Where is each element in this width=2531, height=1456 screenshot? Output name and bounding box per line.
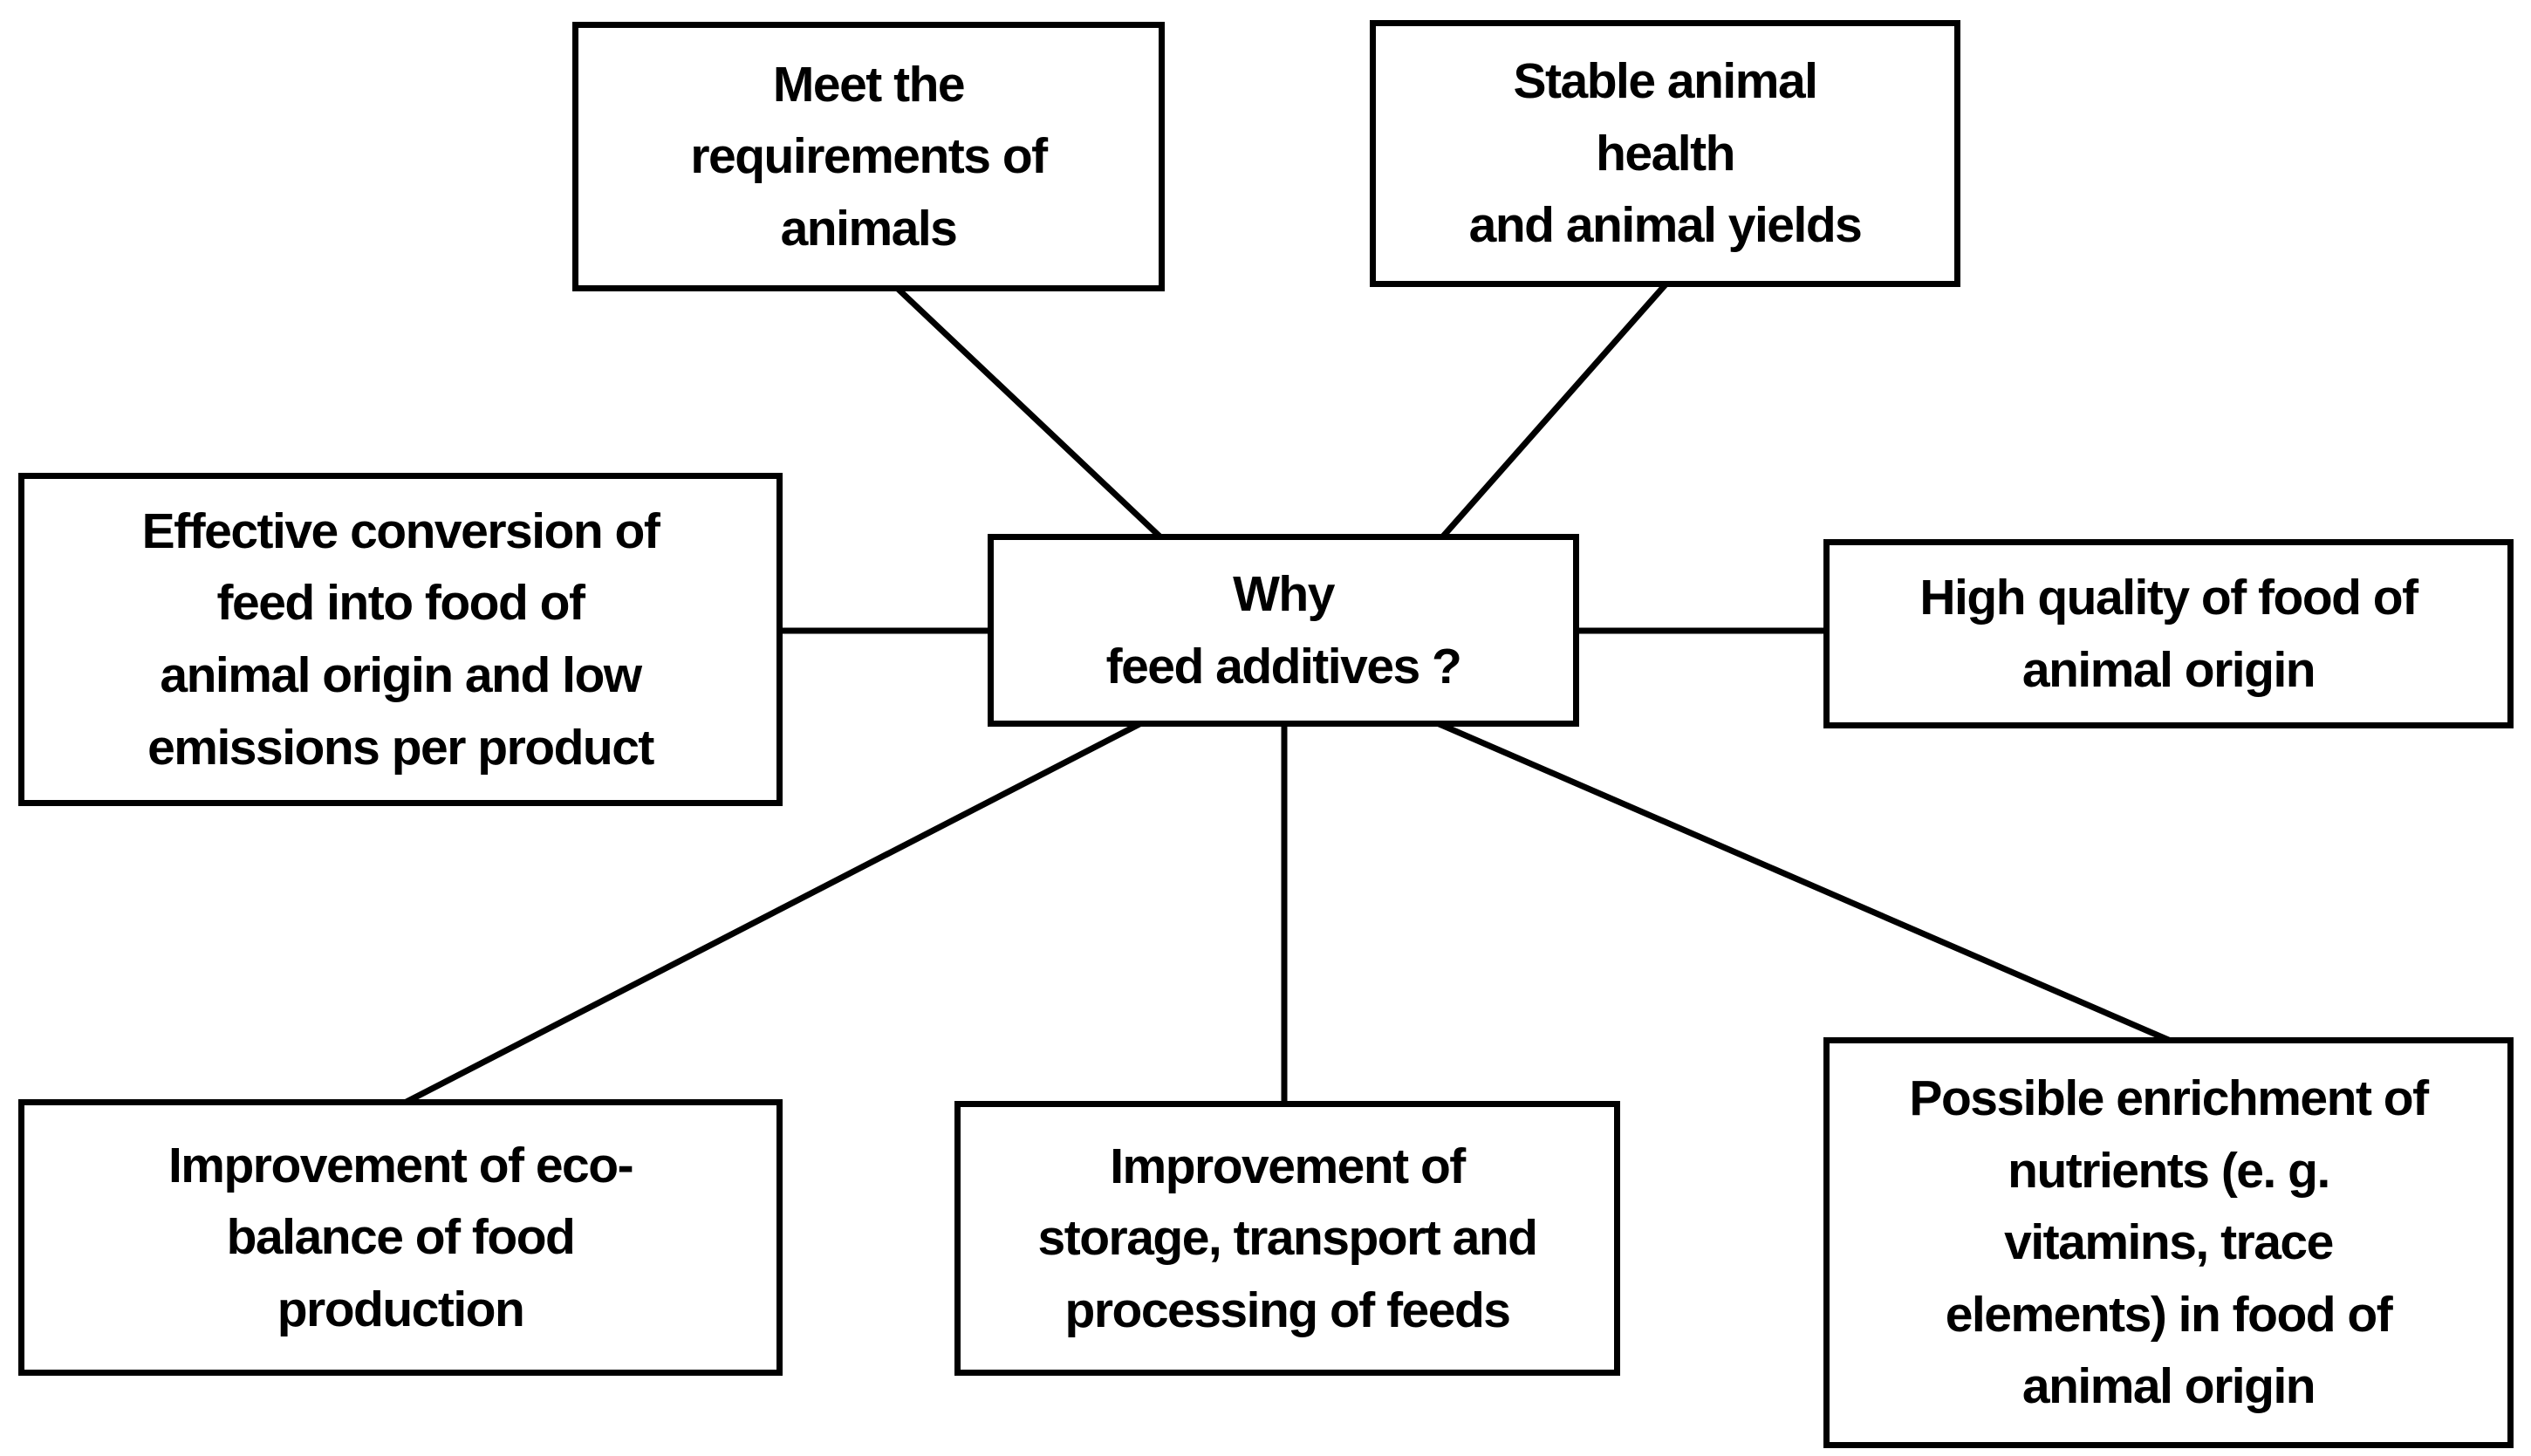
node-why-feed-additives-label: Why feed additives ? xyxy=(1105,565,1462,694)
node-eco-balance: Improvement of eco- balance of food prod… xyxy=(18,1099,783,1376)
connector-topleft-center xyxy=(894,285,1172,548)
node-why-feed-additives: Why feed additives ? xyxy=(988,534,1579,727)
node-stable-animal-health-label: Stable animal health and animal yields xyxy=(1468,53,1863,254)
connector-center-bottomright xyxy=(1433,719,2174,1045)
node-nutrient-enrichment-label: Possible enrichment of nutrients (e. g. … xyxy=(1909,1070,2429,1415)
node-effective-conversion: Effective conversion of feed into food o… xyxy=(18,473,783,806)
node-high-quality-food-label: High quality of food of animal origin xyxy=(1919,569,2418,698)
connector-topright-center xyxy=(1433,281,1669,548)
node-nutrient-enrichment: Possible enrichment of nutrients (e. g. … xyxy=(1823,1037,2514,1448)
connector-center-bottomleft xyxy=(401,719,1145,1107)
node-effective-conversion-label: Effective conversion of feed into food o… xyxy=(141,502,660,776)
node-stable-animal-health: Stable animal health and animal yields xyxy=(1370,20,1960,287)
node-storage-transport: Improvement of storage, transport and pr… xyxy=(954,1101,1620,1376)
node-eco-balance-label: Improvement of eco- balance of food prod… xyxy=(168,1137,634,1337)
node-meet-requirements-label: Meet the requirements of animals xyxy=(690,56,1048,256)
node-storage-transport-label: Improvement of storage, transport and pr… xyxy=(1037,1138,1538,1338)
node-high-quality-food: High quality of food of animal origin xyxy=(1823,539,2514,728)
node-meet-requirements: Meet the requirements of animals xyxy=(572,22,1165,291)
